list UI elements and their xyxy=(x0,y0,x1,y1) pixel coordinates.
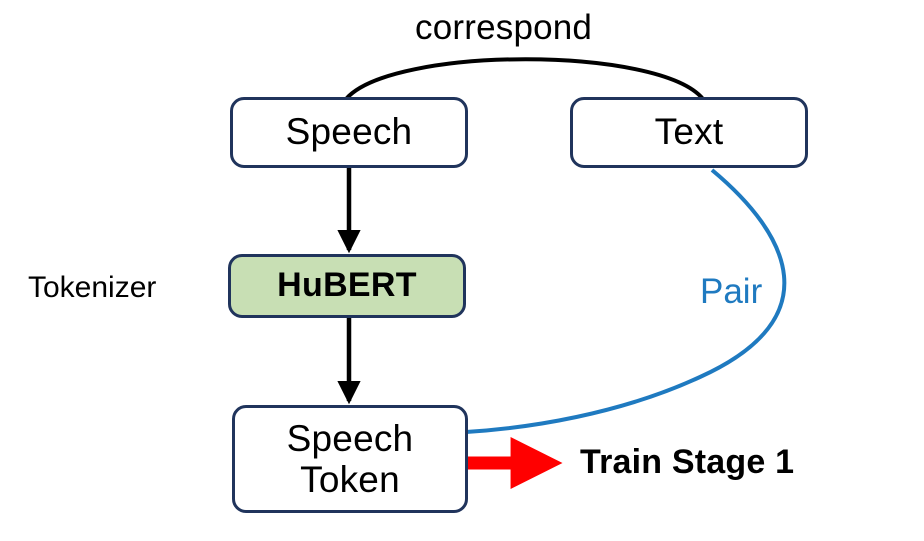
train-stage-label: Train Stage 1 xyxy=(580,443,795,481)
node-speech-token[interactable]: Speech Token xyxy=(232,405,468,513)
pair-edge-label: Pair xyxy=(700,272,763,311)
node-hubert-label: HuBERT xyxy=(277,266,417,305)
tokenizer-annotation-label: Tokenizer xyxy=(28,271,157,304)
node-hubert[interactable]: HuBERT xyxy=(228,254,466,318)
node-speech-label: Speech xyxy=(285,111,413,153)
correspond-arc-connector xyxy=(344,57,705,101)
node-text-label: Text xyxy=(654,111,724,153)
node-speech[interactable]: Speech xyxy=(230,97,468,168)
node-text[interactable]: Text xyxy=(570,97,808,168)
node-speech-token-label: Speech Token xyxy=(286,417,414,500)
pair-curve-connector xyxy=(465,168,787,434)
correspond-edge-label: correspond xyxy=(415,8,593,47)
